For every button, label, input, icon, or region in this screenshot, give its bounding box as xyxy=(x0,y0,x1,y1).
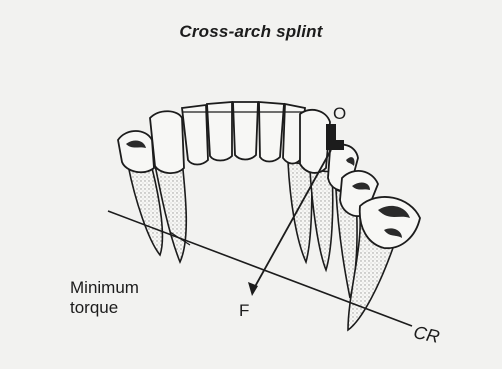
label-minimum-torque: Minimum torque xyxy=(70,278,139,318)
incisor-crowns xyxy=(182,102,305,165)
label-minimum-torque-line1: Minimum xyxy=(70,278,139,298)
label-minimum-torque-line2: torque xyxy=(70,298,139,318)
force-application-point xyxy=(326,124,344,150)
label-force: F xyxy=(239,301,249,321)
label-origin: O xyxy=(333,104,346,124)
